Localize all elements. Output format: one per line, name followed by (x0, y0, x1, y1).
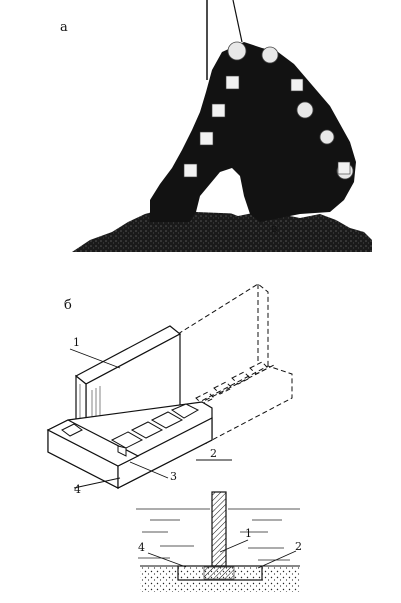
panel-a-letter: а (60, 20, 68, 35)
callout-1: 1 (73, 336, 80, 349)
callout-4: 4 (74, 483, 81, 496)
block-stack (150, 42, 356, 222)
callout-2: 2 (210, 447, 217, 460)
panel-a-photo: а в (60, 0, 372, 252)
block-faces (183, 75, 351, 178)
base-cells (110, 403, 200, 457)
leader-lines (69, 348, 232, 489)
section-callout-1: 1 (245, 527, 252, 540)
soil-bed (140, 566, 300, 592)
water-lines (136, 508, 300, 561)
end-opening (61, 423, 83, 437)
section-base-core (203, 566, 235, 580)
cross-section: 4 1 2 (136, 491, 302, 592)
section-callout-2: 2 (295, 540, 302, 553)
section-leaders (147, 539, 297, 569)
crane-cable-2 (232, 0, 243, 43)
ground-mass (72, 208, 372, 252)
section-callout-4: 4 (138, 541, 145, 554)
dashed-next-element (177, 283, 293, 444)
callout-3: 3 (170, 470, 177, 483)
dashed-cells (195, 361, 269, 405)
section-wall (211, 491, 227, 567)
arch-opening (196, 176, 246, 214)
panel-b-letter: б (64, 298, 72, 313)
panel-b-drawing: б (46, 283, 302, 592)
panel-a-callout: в (271, 222, 277, 235)
block-highlights (227, 41, 354, 180)
